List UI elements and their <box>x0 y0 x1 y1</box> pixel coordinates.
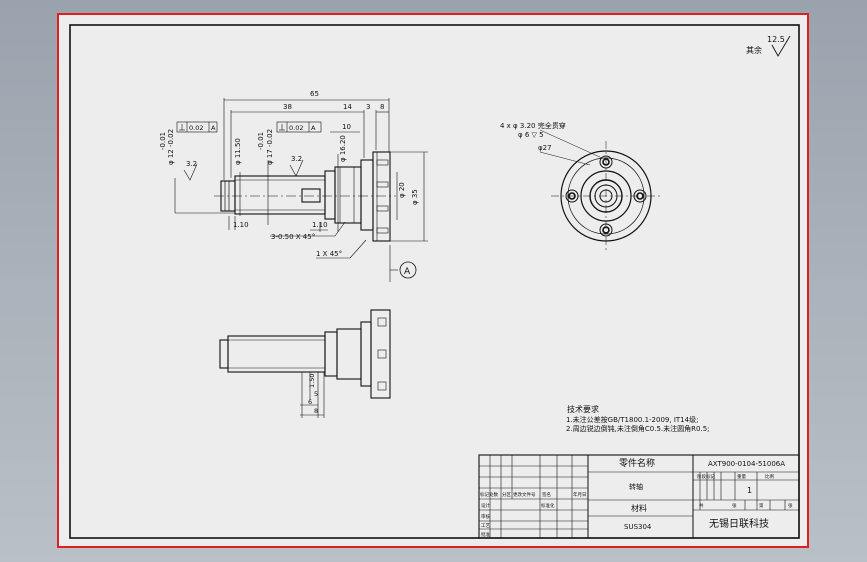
dim-len-38: 38 <box>283 103 292 111</box>
gtol-left-value: 0.02 <box>189 124 203 132</box>
hole-spec: 4 x φ 3.20 完全贯穿 <box>500 121 566 130</box>
dim-chamfer-a: 3-0.50 X 45° <box>271 233 315 241</box>
gtol-left-datum: A <box>211 124 216 132</box>
tb-row-label-5: 设计 <box>481 502 490 509</box>
dim-dia-35: φ 35 <box>411 189 419 205</box>
surface-finish-value: 12.5 <box>767 35 785 44</box>
hole-pcd: φ27 <box>538 144 552 152</box>
dim-len-14: 14 <box>343 103 352 111</box>
dim-chamfer-b: 1 X 45° <box>316 250 342 258</box>
tb-row-label-3: 签名 <box>542 491 551 498</box>
dim-bottom-150: 1.50 <box>308 374 316 388</box>
datum-a-label: A <box>404 267 411 277</box>
tech-req-title: 技术要求 <box>567 404 599 414</box>
tb-row-label-0: 标记处数 <box>480 491 498 498</box>
tb-row-label-9: 批准 <box>481 531 490 538</box>
dim-len-3: 3 <box>366 103 370 111</box>
tb-row-label-7: 审核 <box>481 513 490 520</box>
tech-req-line2: 2.周边锐边倒钝,未注倒角C0.5.未注圆角R0.5; <box>566 424 710 433</box>
drawing-number: AXT900-0104-51006A <box>708 460 785 468</box>
dim-len-10: 10 <box>342 123 351 131</box>
dim-tol-left: -0.01 <box>159 132 167 150</box>
material-label: 材料 <box>631 503 647 513</box>
dim-dia-1620: φ 16.20 <box>339 135 347 162</box>
dim-dia-left: φ 12 -0.02 <box>167 129 175 165</box>
tb-stage-label: 阶段标记 <box>697 473 715 480</box>
tech-req-line1: 1.未注公差按GB/T1800.1-2009, IT14级; <box>566 415 698 424</box>
material-value: SUS304 <box>624 523 652 531</box>
gtol-frame-mid <box>276 121 322 133</box>
tb-row-label-2: 更改文件号 <box>513 491 536 498</box>
dim-dia-1150: φ 11.50 <box>234 138 242 165</box>
surface-finish-label: 其余 <box>746 45 762 55</box>
dim-groove-mid: 1.10 <box>312 221 328 229</box>
dim-bottom-6: 6 <box>308 398 312 406</box>
tb-row-label-8: 工艺 <box>481 523 490 529</box>
end-view-flange <box>539 129 661 251</box>
tb-weight-label: 重量 <box>737 473 746 480</box>
scale-value: 1 <box>747 486 752 495</box>
drawing-sheet <box>57 13 809 548</box>
roughness-left: 3.2 <box>186 160 197 168</box>
part-name: 转轴 <box>629 482 643 491</box>
title-block <box>478 454 800 539</box>
gtol-mid-value: 0.02 <box>289 124 303 132</box>
tb-scale-label: 比例 <box>765 473 774 480</box>
inner-frame <box>69 24 800 539</box>
dim-tol-17: -0.01 <box>257 132 265 150</box>
bottom-view-shaft <box>219 309 391 418</box>
tb-sheet-unit-b: 张 <box>788 502 793 509</box>
gtol-mid-datum: A <box>311 124 316 132</box>
tb-sheet-total-label: 共 <box>699 502 704 509</box>
dim-bottom-5: 5 <box>314 390 318 398</box>
hole-cbore: φ 6 ▽ 5 <box>518 131 544 139</box>
tb-sheet-num-label: 第 <box>759 502 764 509</box>
gtol-frame-left <box>176 121 218 133</box>
datum-a-symbol: A <box>399 261 417 279</box>
front-view-shaft <box>214 151 396 242</box>
front-view-dimensions <box>174 98 428 282</box>
company-name: 无锡日联科技 <box>709 517 769 530</box>
tb-row-label-4: 年月日 <box>573 491 587 498</box>
dim-len-8: 8 <box>380 103 384 111</box>
roughness-mid: 3.2 <box>291 155 302 163</box>
dim-dia-20: φ 20 <box>398 182 406 198</box>
surface-finish-general: 其余 12.5 <box>746 35 791 57</box>
tb-row-label-1: 分区 <box>502 491 511 498</box>
tb-sheet-unit-a: 张 <box>732 502 737 509</box>
dim-dia-17: φ 17 -0.02 <box>266 129 274 165</box>
dim-bottom-8: 8 <box>314 407 318 415</box>
dim-overall-length: 65 <box>310 90 319 98</box>
tb-row-label-6: 标准化 <box>541 502 555 509</box>
dim-groove-left: 1.10 <box>233 221 249 229</box>
part-name-label: 零件名称 <box>619 457 655 469</box>
